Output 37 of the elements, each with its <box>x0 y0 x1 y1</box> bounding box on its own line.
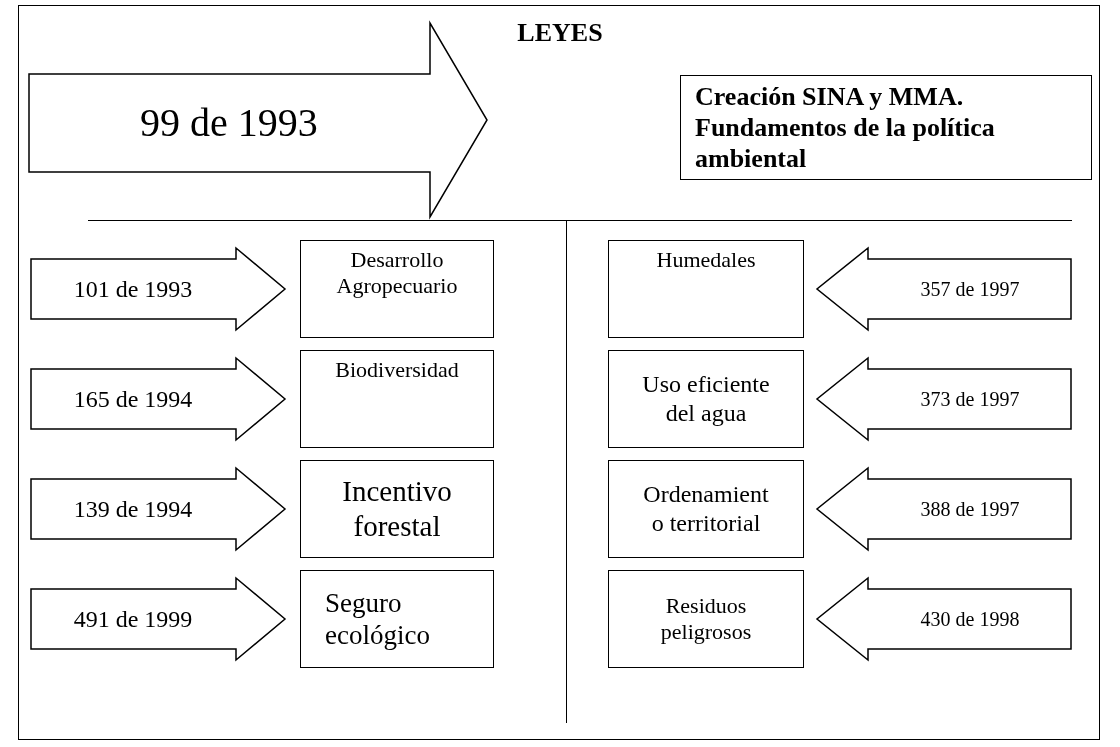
topic-box <box>680 75 1092 180</box>
law-number: 357 de 1997 <box>920 277 1020 301</box>
law-number: 165 de 1994 <box>73 384 193 414</box>
topic-box <box>300 350 494 448</box>
topic-box <box>608 350 804 448</box>
topic-box <box>300 460 494 558</box>
topic-box <box>608 460 804 558</box>
topic-text: Uso eficiente del agua <box>641 370 771 428</box>
topic-text: Biodiversidad <box>335 357 459 384</box>
law-number: 99 de 1993 <box>140 99 318 147</box>
topic-text: Desarrollo Agropecuario <box>335 247 459 300</box>
law-number: 388 de 1997 <box>920 497 1020 521</box>
topic-text: Residuos peligrosos <box>659 592 753 646</box>
title: LEYES <box>516 18 604 48</box>
topic-box <box>608 240 804 338</box>
block-arrow <box>30 577 286 661</box>
block-arrow <box>30 247 286 331</box>
law-number: 373 de 1997 <box>920 387 1020 411</box>
topic-box <box>300 240 494 338</box>
topic-text: Humedales <box>656 247 756 274</box>
block-arrow <box>816 357 1072 441</box>
topic-text: Creación SINA y MMA. Fundamentos de la política ambiental <box>695 80 996 175</box>
topic-text: Incentivo forestal <box>341 474 453 544</box>
topic-box <box>300 570 494 668</box>
law-number: 430 de 1998 <box>920 607 1020 631</box>
topic-text: Seguro ecológico <box>325 586 431 652</box>
block-arrow <box>816 467 1072 551</box>
law-number: 101 de 1993 <box>73 274 193 304</box>
block-arrow <box>30 467 286 551</box>
block-arrow <box>816 577 1072 661</box>
topic-box <box>608 570 804 668</box>
law-number: 139 de 1994 <box>73 494 193 524</box>
block-arrow <box>28 22 488 218</box>
block-arrow <box>30 357 286 441</box>
block-arrow <box>816 247 1072 331</box>
topic-text: Ordenamient o territorial <box>642 480 770 538</box>
law-number: 491 de 1999 <box>73 604 193 634</box>
